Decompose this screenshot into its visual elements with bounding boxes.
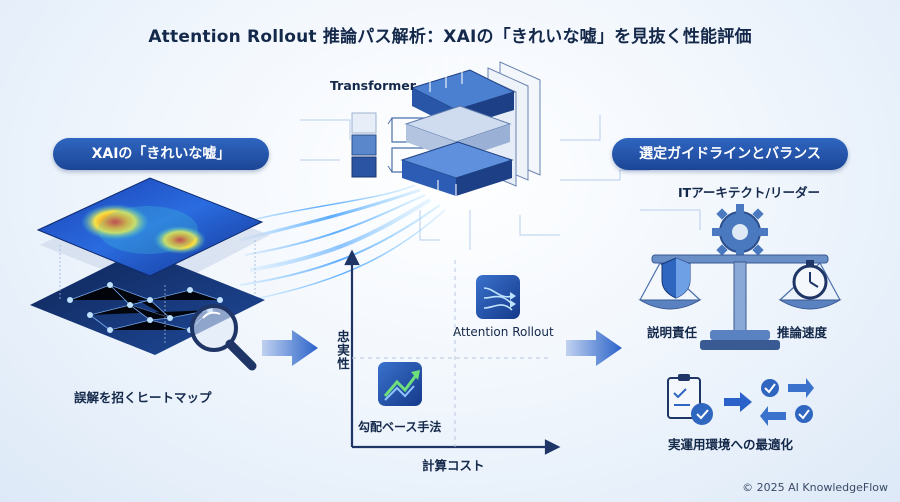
transformer-label: Transformer — [330, 78, 416, 93]
it-architect-label: ITアーキテクト/リーダー — [678, 185, 820, 200]
copyright: © 2025 AI KnowledgeFlow — [742, 481, 888, 494]
small-arrow — [724, 392, 752, 412]
section-pill-xai-lie: XAIの「きれいな嘘」 — [53, 138, 269, 170]
tradeoff-axes — [344, 249, 561, 455]
clipboard-check-icon — [667, 374, 713, 425]
x-axis-label: 計算コスト — [422, 458, 485, 473]
gradient-method-label: 勾配ベース手法 — [358, 420, 442, 434]
inference-speed-label: 推論速度 — [777, 325, 828, 340]
transformer-stack — [351, 52, 541, 204]
data-flow-streams — [229, 184, 446, 301]
left-arrow — [262, 330, 318, 366]
production-optimization-label: 実運用環境への最適化 — [668, 437, 794, 452]
circuit-lines — [300, 115, 701, 250]
attention-heatmap-layer — [30, 177, 270, 355]
gradient-trend-icon — [378, 362, 422, 406]
optimize-arrows-icon — [760, 378, 814, 426]
misleading-heatmap-label: 誤解を招くヒートマップ — [74, 390, 212, 405]
attention-rollout-icon — [476, 275, 520, 319]
balance-scale-icon — [638, 204, 842, 350]
magnifier-icon — [190, 304, 257, 371]
right-arrow — [566, 330, 622, 366]
y-axis-label: 忠実性 — [335, 330, 350, 371]
page-title: Attention Rollout 推論パス解析：XAIの「きれいな嘘」を見抜く… — [148, 27, 752, 47]
section-pill-guide: 選定ガイドラインとバランス — [612, 138, 848, 170]
attention-rollout-label: Attention Rollout — [453, 325, 554, 339]
accountability-label: 説明責任 — [647, 325, 698, 340]
